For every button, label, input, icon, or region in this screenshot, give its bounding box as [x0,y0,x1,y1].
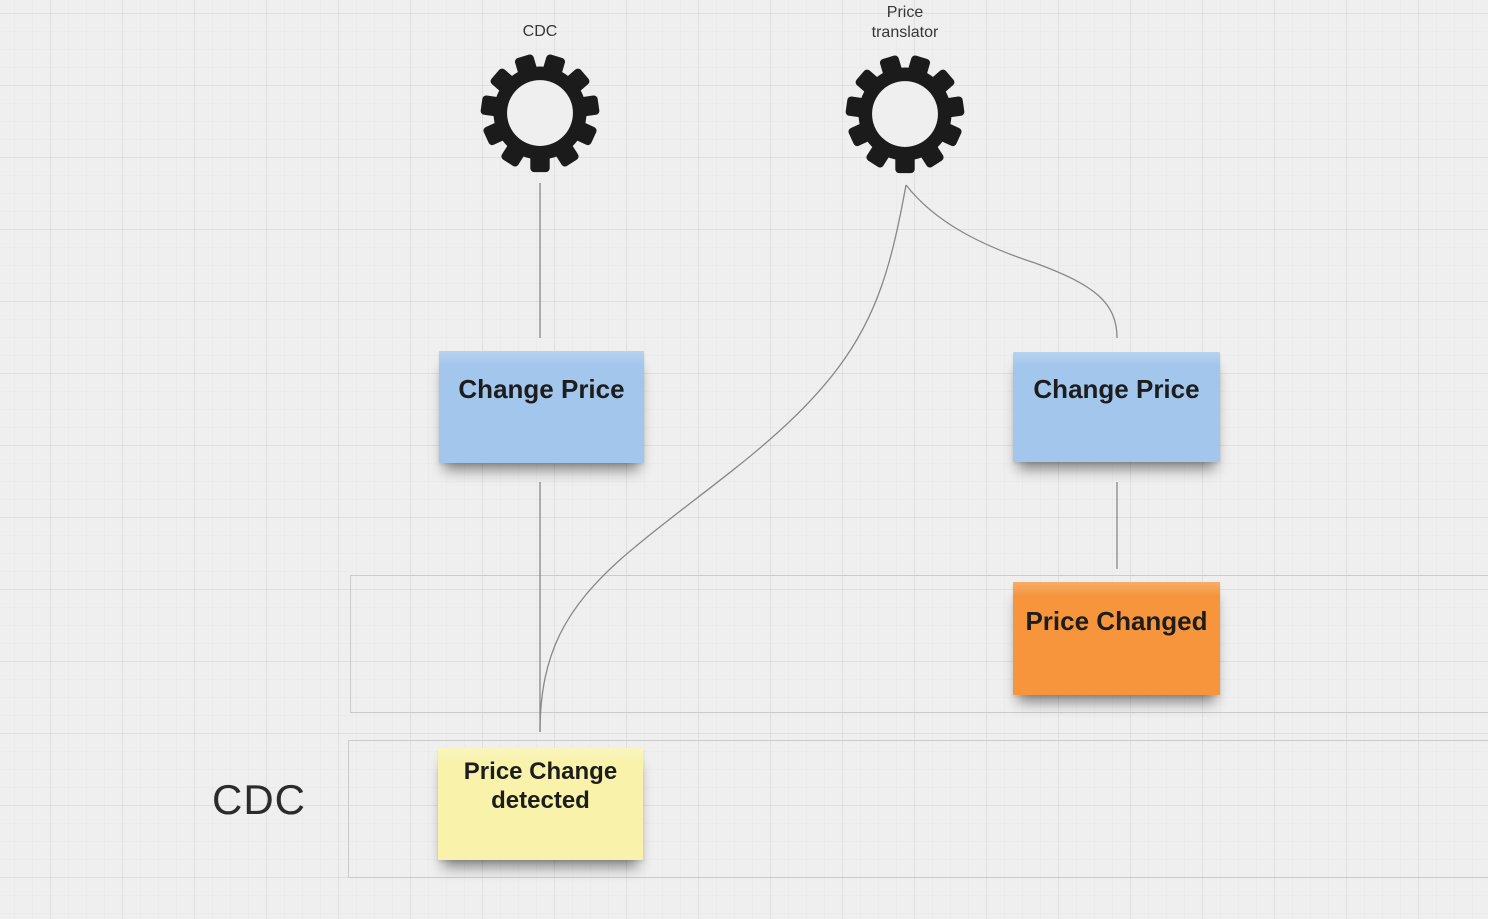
frame-lane-top[interactable] [350,575,1488,713]
sticky-note-change-price-right[interactable]: Change Price [1013,352,1220,462]
connector-translator-to-detected[interactable] [539,184,907,733]
sticky-note-text: Change Price [1033,374,1200,404]
sticky-note-change-price-left[interactable]: Change Price [439,351,644,463]
actor-price-translator[interactable]: Price translator [843,3,967,176]
connector-translator-to-change-price[interactable] [905,184,1118,339]
sticky-note-text: Change Price [458,374,625,404]
actor-cdc[interactable]: CDC [478,22,602,175]
sticky-note-text: Price Change detected [463,758,618,814]
frame-lane-cdc[interactable] [348,740,1488,878]
sticky-note-text: Price Changed [1025,605,1208,636]
actor-cdc-label: CDC [522,23,558,40]
sticky-note-price-change-detected[interactable]: Price Change detected [438,748,643,860]
gear-icon [845,55,965,174]
sticky-note-price-changed[interactable]: Price Changed [1013,582,1220,695]
actor-price-translator-label: Price translator [871,4,939,41]
gear-icon [480,54,600,173]
lane-label-cdc[interactable]: CDC [212,776,306,823]
